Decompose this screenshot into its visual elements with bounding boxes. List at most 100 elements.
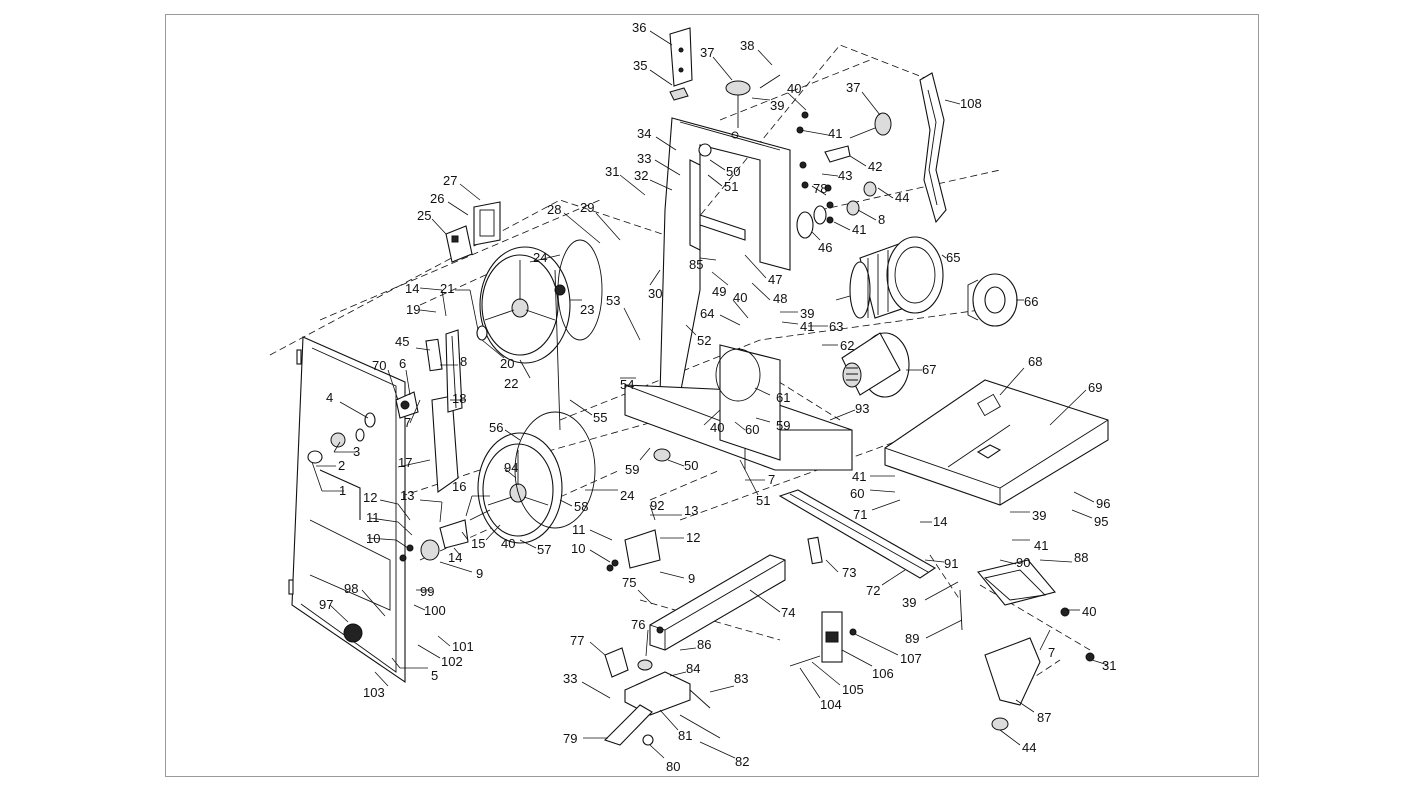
callout-59b: 59 — [776, 418, 790, 433]
lower-wheel — [477, 269, 596, 544]
callout-102: 102 — [441, 654, 463, 669]
callout-37b: 37 — [846, 80, 860, 95]
callout-91: 91 — [944, 556, 958, 571]
callout-58: 58 — [574, 499, 588, 514]
callout-40a: 40 — [787, 81, 801, 96]
callout-44a: 44 — [895, 190, 909, 205]
lower-switch — [789, 611, 857, 667]
callout-84: 84 — [686, 661, 700, 676]
callout-7a: 7 — [404, 415, 411, 430]
callout-57: 57 — [537, 542, 551, 557]
callout-80: 80 — [666, 759, 680, 774]
blade-guide-post — [669, 27, 781, 128]
callout-33b: 33 — [563, 671, 577, 686]
blade-guard-assembly — [395, 329, 463, 494]
callout-94: 94 — [504, 460, 518, 475]
callout-81: 81 — [678, 728, 692, 743]
callout-50b: 50 — [684, 458, 698, 473]
callout-29: 29 — [580, 200, 594, 215]
callout-26: 26 — [430, 191, 444, 206]
callout-4: 4 — [326, 390, 333, 405]
callout-79: 79 — [563, 731, 577, 746]
callout-41e: 41 — [1034, 538, 1048, 553]
callout-61: 61 — [776, 390, 790, 405]
callout-37a: 37 — [700, 45, 714, 60]
callout-67: 67 — [922, 362, 936, 377]
callout-75: 75 — [622, 575, 636, 590]
callout-46: 46 — [818, 240, 832, 255]
switch-box — [445, 201, 501, 263]
work-table — [884, 379, 1109, 506]
callout-41c: 41 — [800, 319, 814, 334]
callout-30: 30 — [648, 286, 662, 301]
callout-14b: 14 — [448, 550, 462, 565]
callout-40e: 40 — [1082, 604, 1096, 619]
saw-frame — [659, 117, 791, 396]
callout-31b: 31 — [1102, 658, 1116, 673]
callout-49: 49 — [712, 284, 726, 299]
fence-rail — [778, 489, 937, 579]
callout-53: 53 — [606, 293, 620, 308]
callout-99: 99 — [420, 584, 434, 599]
callout-16: 16 — [452, 479, 466, 494]
callout-6: 6 — [399, 356, 406, 371]
callout-31a: 31 — [605, 164, 619, 179]
callout-82: 82 — [735, 754, 749, 769]
callout-27: 27 — [443, 173, 457, 188]
callout-40d: 40 — [501, 536, 515, 551]
motor — [835, 236, 944, 319]
motor-fan-cover — [841, 332, 910, 398]
callout-89: 89 — [905, 631, 919, 646]
callout-47: 47 — [768, 272, 782, 287]
callout-90: 90 — [1016, 555, 1030, 570]
callout-39a: 39 — [770, 98, 784, 113]
callout-98: 98 — [344, 581, 358, 596]
callout-108: 108 — [960, 96, 982, 111]
callout-50a: 50 — [726, 164, 740, 179]
callout-54: 54 — [620, 377, 634, 392]
callout-41d: 41 — [852, 469, 866, 484]
callout-40c: 40 — [710, 420, 724, 435]
callout-12b: 12 — [686, 530, 700, 545]
lower-blade-guide — [399, 509, 491, 562]
callout-55: 55 — [593, 410, 607, 425]
callout-8b: 8 — [878, 212, 885, 227]
callout-42: 42 — [868, 159, 882, 174]
callout-66: 66 — [1024, 294, 1038, 309]
callout-2: 2 — [338, 458, 345, 473]
callout-22: 22 — [504, 376, 518, 391]
callout-87: 87 — [1037, 710, 1051, 725]
callout-13b: 13 — [684, 503, 698, 518]
callout-106: 106 — [872, 666, 894, 681]
callout-60b: 60 — [850, 486, 864, 501]
callout-104: 104 — [820, 697, 842, 712]
callout-85: 85 — [689, 257, 703, 272]
callout-39d: 39 — [902, 595, 916, 610]
callout-96: 96 — [1096, 496, 1110, 511]
callout-45: 45 — [395, 334, 409, 349]
callout-35: 35 — [633, 58, 647, 73]
callout-1: 1 — [339, 483, 346, 498]
callout-10a: 10 — [366, 531, 380, 546]
callout-74: 74 — [781, 605, 795, 620]
small-pulley — [653, 448, 671, 462]
callout-15: 15 — [471, 536, 485, 551]
fence-lock-assembly — [603, 647, 721, 746]
callout-24b: 24 — [620, 488, 634, 503]
callout-23: 23 — [580, 302, 594, 317]
callout-17: 17 — [398, 455, 412, 470]
callout-56: 56 — [489, 420, 503, 435]
callout-77: 77 — [570, 633, 584, 648]
callout-14c: 14 — [933, 514, 947, 529]
callout-11b: 11 — [572, 522, 586, 537]
callout-72: 72 — [866, 583, 880, 598]
callout-64: 64 — [700, 306, 714, 321]
callout-39c: 39 — [1032, 508, 1046, 523]
upper-wheel — [476, 239, 603, 364]
callout-8a: 8 — [460, 354, 467, 369]
callout-48: 48 — [773, 291, 787, 306]
callout-51b: 51 — [756, 493, 770, 508]
tension-assembly — [796, 111, 892, 239]
callout-9a: 9 — [476, 566, 483, 581]
